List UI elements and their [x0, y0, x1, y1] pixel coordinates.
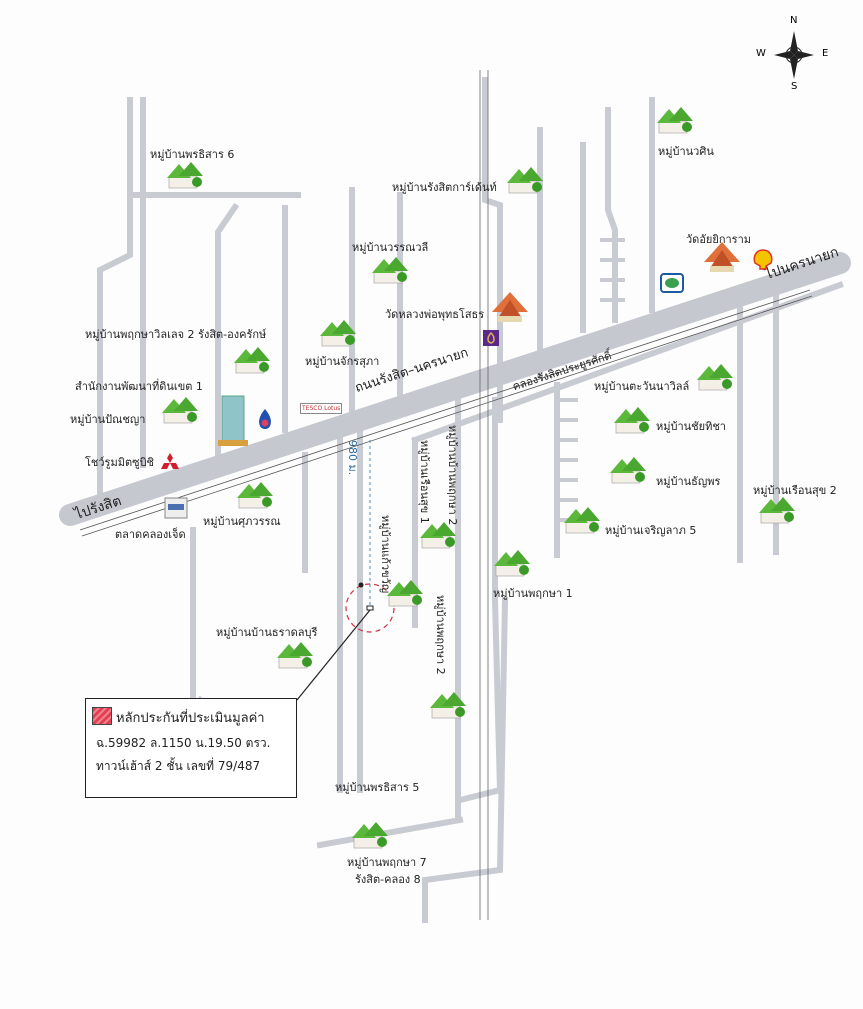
temple-label: วัดหลวงพ่อพุทธโสธร — [385, 308, 485, 321]
road — [411, 281, 844, 444]
village-house-icon — [612, 405, 652, 435]
village-label: รังสิต-คลอง 8 — [355, 873, 421, 886]
bangchak-station-icon — [660, 273, 684, 293]
village-label: หมู่บ้านพฤกษาวิลเลจ 2 รังสิต-องครักษ์ — [85, 328, 267, 341]
village-label: หมู่บ้านพฤกษา 7 — [347, 856, 427, 869]
village-house-icon — [695, 362, 735, 392]
canal-line — [81, 295, 813, 537]
temple-icon — [492, 292, 528, 322]
village-house-icon — [232, 345, 272, 375]
village-label: หมู่บ้านพรธิสาร 6 — [150, 148, 235, 161]
tesco-lotus-logo: TESCO Lotus — [300, 403, 343, 414]
road — [97, 97, 133, 498]
village-label: หมู่บ้านบ้านพฤกษา 2 — [446, 425, 459, 526]
village-house-icon — [608, 455, 648, 485]
village-label: หมู่บ้านจักรสุภา — [305, 355, 380, 368]
temple-label: วัดอัยยิการาม — [686, 233, 751, 246]
compass-s: S — [791, 81, 798, 92]
village-label: หมู่บ้านปัณชญา — [70, 413, 146, 426]
village-house-icon — [235, 480, 275, 510]
legend-property-info: ทาวน์เฮ้าส์ 2 ชั้น เลขที่ 79/487 — [96, 759, 261, 773]
village-house-icon — [562, 505, 602, 535]
legend-title: หลักประกันที่ประเมินมูลค่า — [116, 711, 265, 726]
village-house-icon — [165, 160, 205, 190]
village-house-icon — [350, 820, 390, 850]
compass-rose-icon — [774, 31, 814, 79]
village-label: หมู่บ้านพรธิสาร 5 — [335, 781, 420, 794]
compass: N S W E — [756, 15, 828, 95]
legend-deed-info: ฉ.59982 ล.1150 น.19.50 ตรว. — [96, 736, 271, 750]
shell-station-icon — [753, 249, 773, 270]
market-label: ตลาดคลองเจ็ด — [115, 528, 186, 541]
road — [316, 816, 464, 849]
road — [605, 107, 618, 323]
office-label: สำนักงานพัฒนาที่ดินเขต 1 — [75, 380, 203, 393]
market-icon — [164, 497, 188, 519]
village-label: หมู่บ้านรังสิตการ์เด้นท์ — [392, 181, 497, 194]
village-label: หมู่บ้านพฤกษา 1 — [493, 587, 573, 600]
village-house-icon — [418, 520, 458, 550]
village-label: หมู่บ้านวศิน — [658, 145, 714, 158]
road — [422, 596, 509, 923]
compass-n: N — [790, 15, 798, 26]
mitsubishi-logo-icon — [161, 453, 179, 469]
village-label: หมู่บ้านตะวันนาวิลล์ — [594, 380, 690, 393]
village-house-icon — [505, 165, 545, 195]
village-label: หมู่บ้านเรือนสุข 1 — [418, 440, 431, 524]
village-label: หมู่บ้านชัยทิชา — [656, 420, 726, 433]
distance-label: 980 ม. — [346, 440, 359, 476]
village-label: หมู่บ้านพฤกษา 2 — [434, 595, 447, 675]
village-house-icon — [428, 690, 468, 720]
village-house-icon — [385, 578, 425, 608]
property-marker — [366, 605, 374, 611]
ptt-station-icon — [259, 409, 271, 429]
road — [482, 77, 503, 423]
main-road — [59, 252, 851, 526]
legend-pointer — [296, 609, 371, 701]
compass-e: E — [822, 48, 829, 59]
village-house-icon — [275, 640, 315, 670]
village-house-icon — [370, 255, 410, 285]
village-label: หมู่บ้านวรรณวลี — [352, 241, 429, 254]
village-label: หมู่บ้านธัญพร — [656, 475, 721, 488]
scb-bank-icon — [483, 330, 499, 346]
temple-icon — [704, 242, 740, 272]
village-house-icon — [757, 495, 797, 525]
legend-box: หลักประกันที่ประเมินมูลค่า ฉ.59982 ล.115… — [85, 698, 297, 798]
collateral-hatch-swatch — [92, 707, 112, 725]
village-label: หมู่บ้านบ้านธราดลบุรี — [216, 626, 318, 639]
village-house-icon — [492, 548, 532, 578]
village-label: หมู่บ้านเรือนสุข 2 — [753, 484, 837, 497]
compass-w: W — [756, 48, 766, 59]
village-house-icon — [655, 105, 695, 135]
village-house-icon — [318, 318, 358, 348]
village-label: หมู่บ้านศุภวรรณ — [203, 515, 281, 528]
office-building-icon — [218, 395, 248, 446]
canal-line — [79, 289, 811, 531]
showroom-label: โชว์รูมมิตซูบิชิ — [85, 456, 155, 469]
property-marker-circle — [345, 583, 395, 633]
village-label: หมู่บ้านเจริญลาภ 5 — [605, 524, 697, 537]
village-house-icon — [160, 395, 200, 425]
road — [215, 202, 240, 458]
